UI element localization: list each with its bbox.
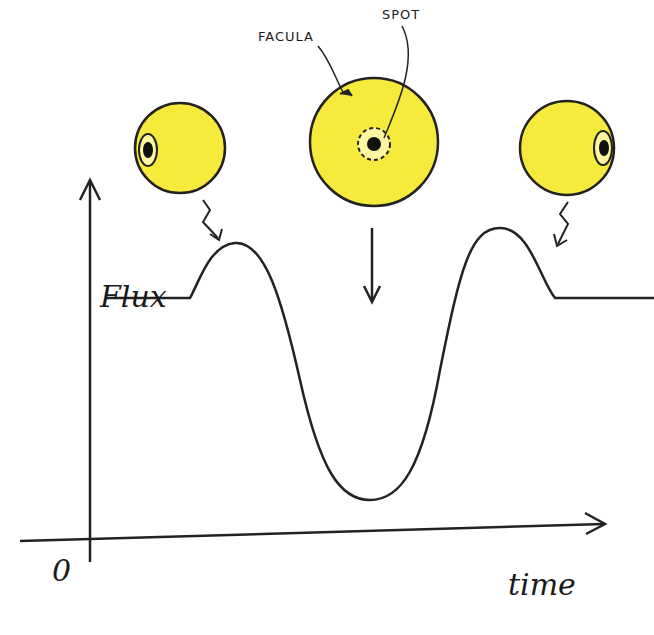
facula-label: FACULA: [258, 30, 314, 43]
facula-mark: [340, 90, 352, 96]
axis-label: Flux: [100, 282, 167, 312]
pointer-right: [558, 202, 568, 244]
pointer-middle: [371, 228, 374, 300]
x-axis: [20, 524, 604, 541]
star-middle: [310, 78, 438, 206]
pointer-left-head: [210, 229, 222, 240]
origin-label: 0: [52, 556, 71, 586]
y-axis: [89, 182, 92, 562]
y-arrowhead: [80, 180, 100, 200]
axis-label: time: [508, 570, 576, 600]
pointer-middle-head: [364, 286, 380, 302]
x-arrowhead: [585, 513, 605, 534]
spot-label: SPOT: [382, 8, 420, 21]
spot-leader: [384, 26, 408, 138]
light-curve: [105, 228, 654, 500]
pointer-right-head: [554, 234, 567, 246]
pointer-left: [203, 200, 218, 238]
star-left: [135, 103, 225, 193]
star-right: [520, 101, 614, 195]
facula-leader: [318, 46, 344, 94]
